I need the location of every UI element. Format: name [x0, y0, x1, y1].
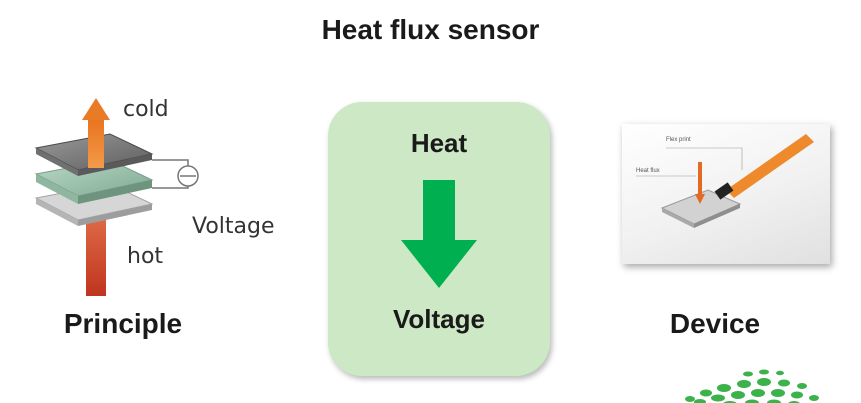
card-heat-label: Heat — [410, 128, 468, 158]
hot-flow-bar — [86, 210, 106, 296]
hot-label: hot — [127, 244, 164, 269]
heat-to-voltage-card: Heat Voltage — [328, 102, 550, 376]
device-photo: Flex print Heat flux — [622, 124, 830, 264]
dotted-globe-logo-icon — [685, 369, 819, 403]
up-arrow-icon — [82, 98, 110, 120]
heat-flux-caption: Heat flux — [636, 168, 660, 174]
flex-print-caption: Flex print — [666, 137, 691, 143]
sensor-layers-illustration — [34, 98, 199, 296]
down-arrow-icon — [401, 180, 477, 288]
sensor-device-illustration — [636, 134, 814, 228]
cold-label: cold — [123, 97, 169, 122]
device-heading: Device — [669, 308, 761, 339]
card-voltage-label: Voltage — [393, 304, 485, 334]
voltage-label: Voltage — [192, 214, 275, 239]
principle-illustration — [20, 92, 290, 302]
page-title: Heat flux sensor — [321, 14, 540, 45]
cold-flow-bar — [88, 118, 104, 168]
principle-heading: Principle — [63, 308, 183, 339]
